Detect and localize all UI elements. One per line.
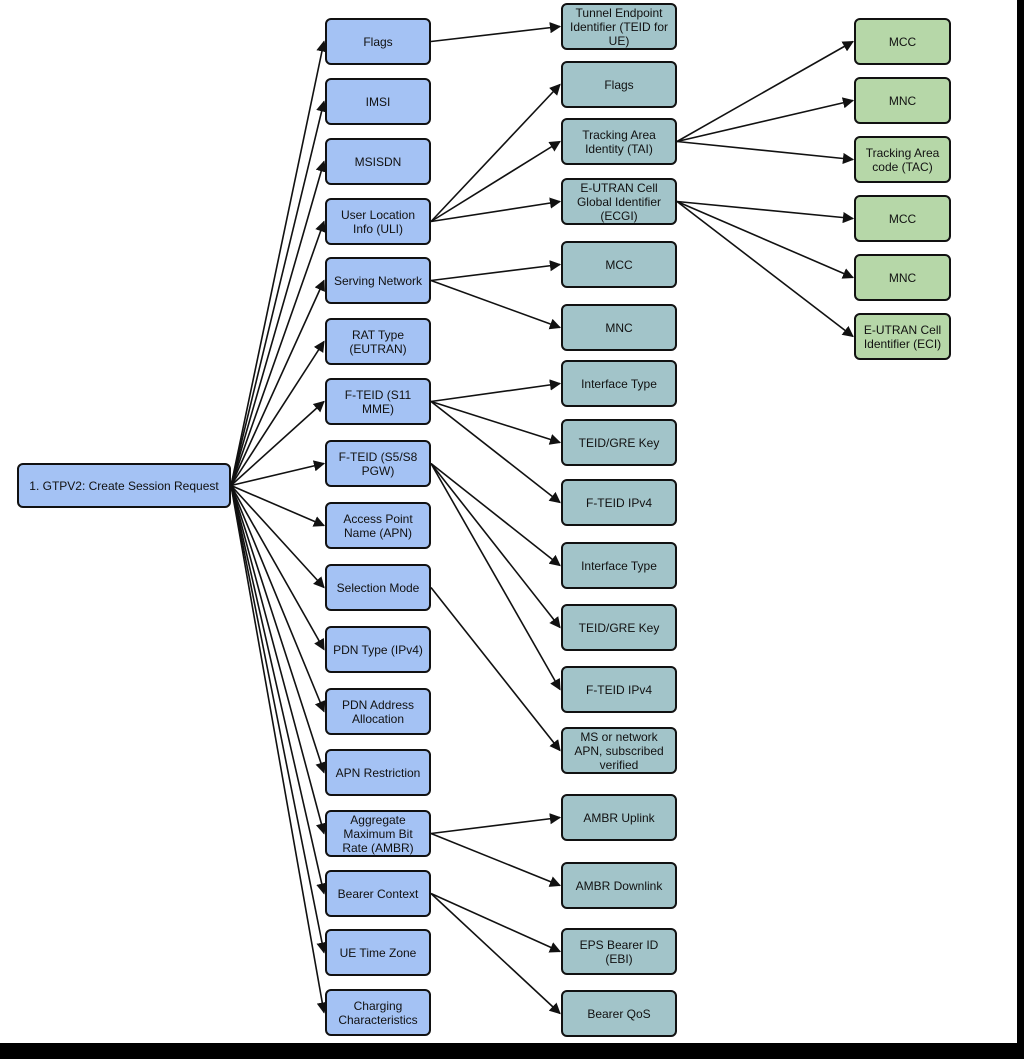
edge-serving-network-to-sn-mnc xyxy=(430,279,562,330)
node-charging: Charging Characteristics xyxy=(325,989,431,1036)
node-ms-apn: MS or network APN, subscribed verified xyxy=(561,727,677,774)
node-flags: Flags xyxy=(325,18,431,65)
node-sn-mcc: MCC xyxy=(561,241,677,288)
node-pdn-type: PDN Type (IPv4) xyxy=(325,626,431,673)
node-s5-teid: TEID/GRE Key xyxy=(561,604,677,651)
edge-serving-network-to-sn-mcc xyxy=(430,260,562,282)
edge-flags-to-teid-ue xyxy=(430,22,562,43)
edge-ecgi-to-ecgi-mnc xyxy=(676,200,855,279)
edge-root-to-imsi xyxy=(230,100,328,486)
edge-root-to-ambr xyxy=(230,485,327,835)
edge-fteid-s5s8-to-s5-teid xyxy=(430,463,561,629)
edge-root-to-charging xyxy=(230,485,328,1014)
edge-tai-to-tai-mcc xyxy=(676,40,854,143)
node-uli: User Location Info (ULI) xyxy=(325,198,431,245)
node-imsi: IMSI xyxy=(325,78,431,125)
node-tai-mnc: MNC xyxy=(854,77,951,124)
node-teid-ue: Tunnel Endpoint Identifier (TEID for UE) xyxy=(561,3,677,50)
node-s11-iftype: Interface Type xyxy=(561,360,677,407)
node-bearer-context: Bearer Context xyxy=(325,870,431,917)
edge-ambr-to-ambr-down xyxy=(430,832,562,887)
node-ambr-down: AMBR Downlink xyxy=(561,862,677,909)
edge-root-to-pdn-type xyxy=(230,485,325,651)
node-ecgi-mnc: MNC xyxy=(854,254,951,301)
node-ambr-up: AMBR Uplink xyxy=(561,794,677,841)
edge-root-to-msisdn xyxy=(230,160,327,486)
node-uli-flags: Flags xyxy=(561,61,677,108)
edge-root-to-serving-network xyxy=(230,279,325,486)
edge-root-to-bearer-context xyxy=(230,485,328,895)
edge-fteid-s11-to-s11-teid xyxy=(430,400,562,445)
edge-root-to-fteid-s5s8 xyxy=(230,460,326,487)
node-s5-ipv4: F-TEID IPv4 xyxy=(561,666,677,713)
diagram-canvas: 1. GTPV2: Create Session Request Flags I… xyxy=(0,0,1017,1043)
edge-root-to-apn-restriction xyxy=(230,485,327,774)
node-qos: Bearer QoS xyxy=(561,990,677,1037)
edge-root-to-ue-time-zone xyxy=(230,485,328,954)
node-s5-iftype: Interface Type xyxy=(561,542,677,589)
edge-fteid-s5s8-to-s5-iftype xyxy=(430,462,561,567)
edge-tai-to-tai-mnc xyxy=(676,97,855,143)
edge-ambr-to-ambr-up xyxy=(430,813,562,835)
edge-root-to-selection-mode xyxy=(230,484,325,589)
node-ebi: EPS Bearer ID (EBI) xyxy=(561,928,677,975)
node-sn-mnc: MNC xyxy=(561,304,677,351)
edge-uli-to-ecgi xyxy=(430,197,562,223)
edge-root-to-flags xyxy=(230,40,328,486)
edge-tai-to-tac xyxy=(676,140,855,165)
edge-root-to-apn xyxy=(230,484,326,527)
node-root: 1. GTPV2: Create Session Request xyxy=(17,463,231,508)
node-rat-type: RAT Type (EUTRAN) xyxy=(325,318,431,365)
node-ecgi: E-UTRAN Cell Global Identifier (ECGI) xyxy=(561,178,677,225)
node-eci: E-UTRAN Cell Identifier (ECI) xyxy=(854,313,951,360)
node-selection-mode: Selection Mode xyxy=(325,564,431,611)
node-ecgi-mcc: MCC xyxy=(854,195,951,242)
node-tai-mcc: MCC xyxy=(854,18,951,65)
node-tai: Tracking Area Identity (TAI) xyxy=(561,118,677,165)
node-fteid-s5s8: F-TEID (S5/S8 PGW) xyxy=(325,440,431,487)
edge-uli-to-uli-flags xyxy=(430,83,561,223)
edge-fteid-s11-to-s11-iftype xyxy=(430,379,562,403)
edge-root-to-fteid-s11 xyxy=(230,400,325,487)
edge-root-to-uli xyxy=(230,220,326,486)
edge-bearer-context-to-ebi xyxy=(430,892,562,953)
node-pdn-address: PDN Address Allocation xyxy=(325,688,431,735)
node-s11-teid: TEID/GRE Key xyxy=(561,419,677,466)
node-ambr: Aggregate Maximum Bit Rate (AMBR) xyxy=(325,810,431,857)
edge-ecgi-to-eci xyxy=(676,200,854,338)
edge-uli-to-tai xyxy=(430,140,561,223)
node-msisdn: MSISDN xyxy=(325,138,431,185)
node-fteid-s11: F-TEID (S11 MME) xyxy=(325,378,431,425)
node-s11-ipv4: F-TEID IPv4 xyxy=(561,479,677,526)
edge-selection-mode-to-ms-apn xyxy=(430,587,561,752)
edges-layer xyxy=(230,22,855,1015)
node-apn: Access Point Name (APN) xyxy=(325,502,431,549)
node-ue-time-zone: UE Time Zone xyxy=(325,929,431,976)
edge-root-to-rat-type xyxy=(230,340,325,486)
edge-fteid-s11-to-s11-ipv4 xyxy=(430,400,561,504)
edge-ecgi-to-ecgi-mcc xyxy=(676,200,855,224)
node-serving-network: Serving Network xyxy=(325,257,431,304)
node-apn-restriction: APN Restriction xyxy=(325,749,431,796)
edge-bearer-context-to-qos xyxy=(430,892,561,1015)
edge-root-to-pdn-address xyxy=(230,485,326,713)
edge-fteid-s5s8-to-s5-ipv4 xyxy=(430,463,561,691)
node-tac: Tracking Area code (TAC) xyxy=(854,136,951,183)
